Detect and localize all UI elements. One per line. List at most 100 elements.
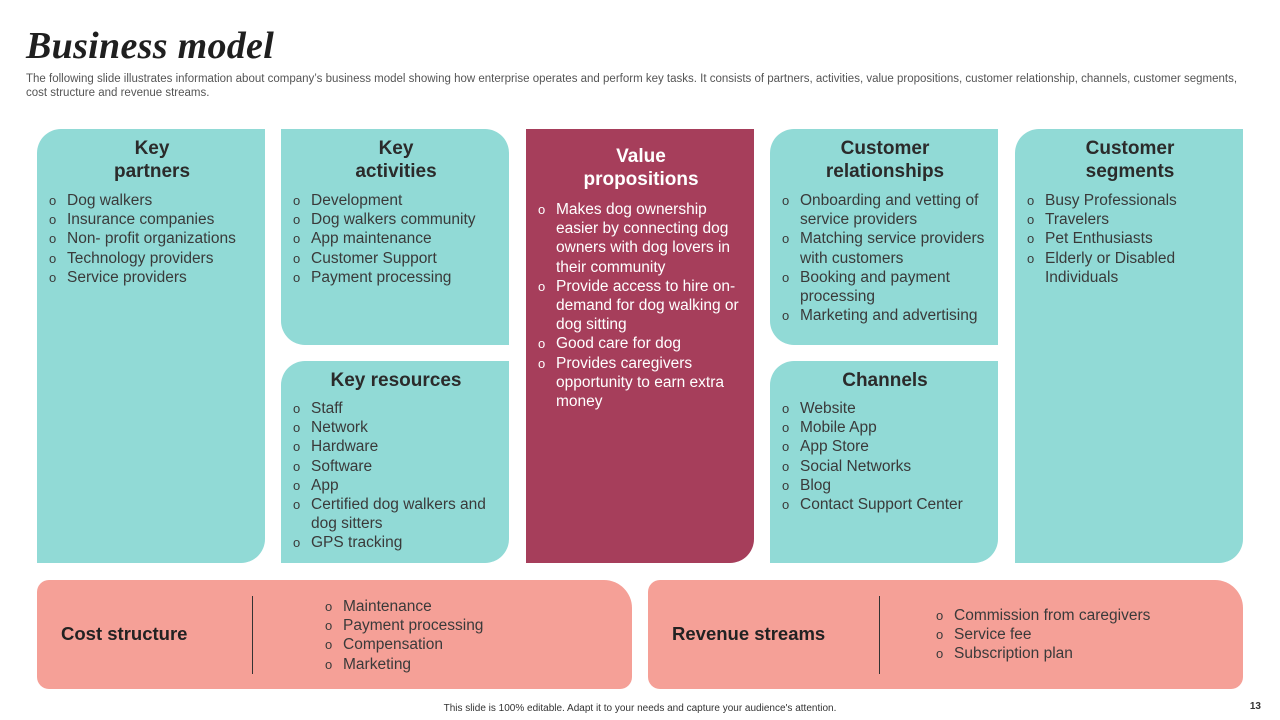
list-item-text: Technology providers bbox=[67, 249, 214, 267]
list-item-text: Hardware bbox=[311, 438, 379, 456]
bullet-icon: o bbox=[293, 269, 301, 285]
list-item-text: GPS tracking bbox=[311, 534, 403, 552]
list-item: o Social Networks bbox=[782, 457, 988, 476]
value-propositions-heading: Value propositions bbox=[583, 146, 699, 190]
list-item-text: App Store bbox=[800, 438, 869, 456]
bullet-icon: o bbox=[782, 269, 790, 285]
list-item: o Maintenance bbox=[325, 597, 483, 616]
bullet-icon: o bbox=[293, 250, 301, 266]
revenue-streams-label: Revenue streams bbox=[672, 623, 826, 644]
list-item-text: Marketing bbox=[343, 655, 412, 673]
list-item-text: Software bbox=[311, 457, 373, 475]
list-item-text: Dog walkers community bbox=[311, 211, 476, 229]
list-item: o GPS tracking bbox=[293, 533, 499, 552]
list-item-text: Travelers bbox=[1045, 211, 1110, 229]
bullet-icon: o bbox=[293, 477, 301, 493]
bullet-icon: o bbox=[936, 627, 944, 643]
list-item: o Marketing bbox=[325, 655, 483, 674]
list-item-text: Contact Support Center bbox=[800, 496, 963, 514]
bullet-icon: o bbox=[1027, 231, 1035, 247]
bullet-icon: o bbox=[293, 231, 301, 247]
bullet-icon: o bbox=[293, 458, 301, 474]
bullet-icon: o bbox=[49, 212, 57, 228]
list-item: o Certified dog walkers and dog sitters bbox=[293, 495, 499, 533]
bullet-icon: o bbox=[293, 193, 301, 208]
bullet-icon: o bbox=[782, 231, 790, 247]
bullet-icon: o bbox=[49, 250, 57, 266]
bullet-icon: o bbox=[538, 278, 546, 294]
bullet-icon: o bbox=[782, 308, 790, 324]
list-item-text: Booking and payment processing bbox=[800, 268, 950, 306]
bullet-icon: o bbox=[325, 637, 333, 653]
list-item-text: Pet Enthusiasts bbox=[1045, 230, 1153, 248]
bullet-icon: o bbox=[538, 336, 546, 352]
list-item-text: Makes dog ownership easier by connecting… bbox=[556, 201, 731, 276]
list-item-text: Service providers bbox=[67, 268, 187, 286]
bullet-icon: o bbox=[782, 497, 790, 513]
list-item-text: Network bbox=[311, 419, 368, 437]
list-item-text: Provides caregivers opportunity to earn … bbox=[556, 354, 725, 411]
list-item-text: Busy Professionals bbox=[1045, 192, 1177, 209]
list-item-text: Staff bbox=[311, 400, 343, 417]
customer-segments-heading: Customer segments bbox=[1085, 138, 1175, 182]
list-item-text: Payment processing bbox=[311, 268, 452, 286]
page-number: 13 bbox=[1249, 701, 1261, 712]
bullet-icon: o bbox=[293, 497, 301, 513]
list-item-text: App maintenance bbox=[311, 230, 432, 248]
list-item-text: Maintenance bbox=[343, 598, 432, 615]
bullet-icon: o bbox=[293, 535, 301, 551]
bullet-icon: o bbox=[936, 608, 944, 623]
bullet-icon: o bbox=[325, 599, 333, 614]
list-item-text: Development bbox=[311, 192, 403, 209]
key-resources-heading: Key resources bbox=[330, 370, 462, 391]
list-item: o Contact Support Center bbox=[782, 495, 988, 514]
bullet-icon: o bbox=[782, 477, 790, 493]
footer-note: This slide is 100% editable. Adapt it to… bbox=[443, 703, 837, 714]
list-item-text: Social Networks bbox=[800, 457, 912, 475]
revenue-streams-divider bbox=[879, 596, 880, 674]
list-item: o Software bbox=[293, 457, 499, 476]
list-item: o Development bbox=[293, 191, 499, 210]
list-item-text: Onboarding and vetting of service provid… bbox=[800, 192, 979, 229]
list-item-text: Certified dog walkers and dog sitters bbox=[311, 496, 486, 533]
bullet-icon: o bbox=[782, 458, 790, 474]
list-item: o Payment processing bbox=[293, 268, 499, 287]
bullet-icon: o bbox=[782, 193, 790, 208]
bullet-icon: o bbox=[293, 401, 301, 416]
slide-title: Business model bbox=[26, 25, 275, 67]
bullet-icon: o bbox=[1027, 250, 1035, 266]
list-item: o Booking and payment processing bbox=[782, 268, 988, 306]
list-item: o Technology providers bbox=[49, 249, 255, 268]
slide-subtitle: The following slide illustrates informat… bbox=[26, 73, 1238, 99]
bullet-icon: o bbox=[782, 401, 790, 416]
list-item-text: Mobile App bbox=[800, 419, 877, 437]
bullet-icon: o bbox=[325, 656, 333, 672]
